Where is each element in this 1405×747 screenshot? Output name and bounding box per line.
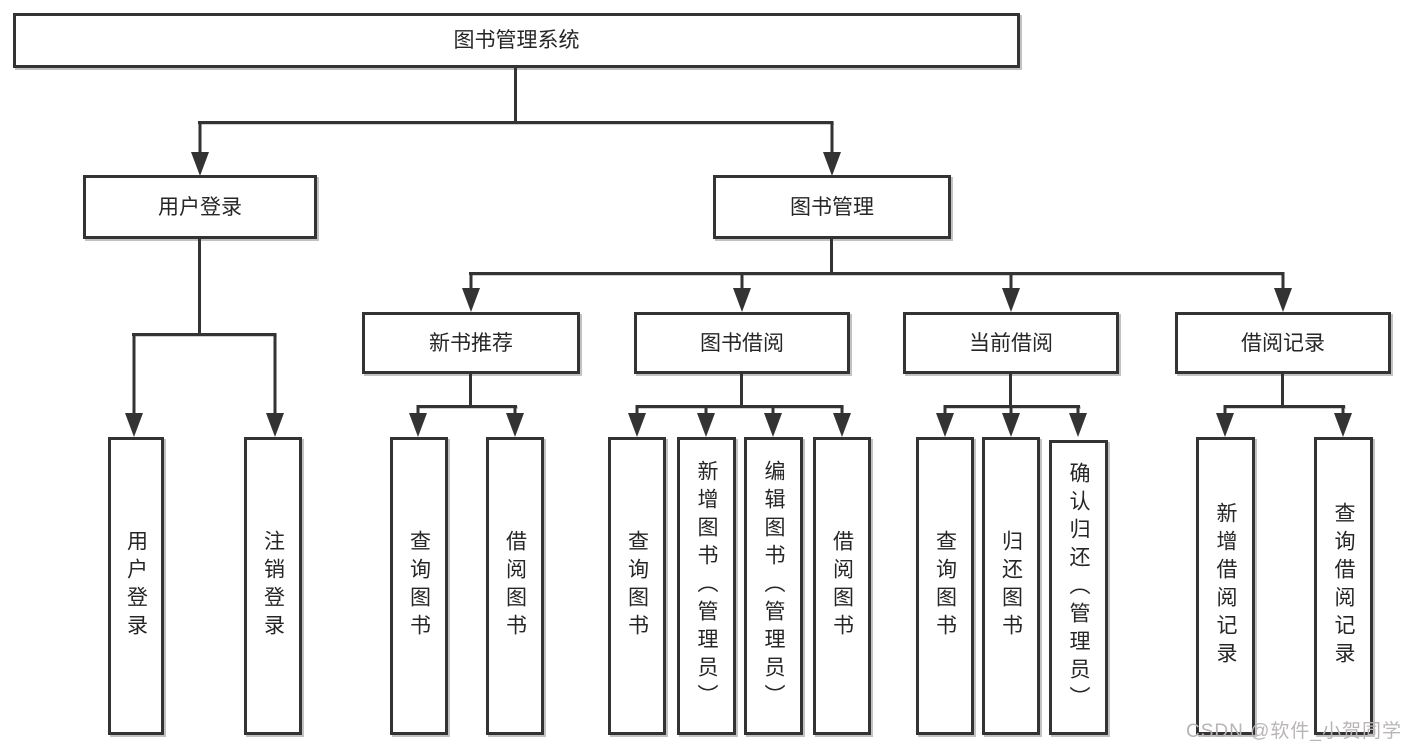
node-label: 新书推荐 <box>429 331 513 355</box>
leaf-return-books: 归还图书 <box>982 437 1040 735</box>
node-label: 借阅记录 <box>1241 331 1325 355</box>
node-label: 查询图书 <box>933 530 957 642</box>
leaf-add-book-admin: 新增图书（管理员） <box>677 437 736 735</box>
arrow-down-icon <box>191 121 209 176</box>
leaf-edit-book-admin: 编辑图书（管理员） <box>744 437 803 735</box>
leaf-borrow-books: 借阅图书 <box>486 437 544 735</box>
connector-level2-hline <box>198 121 833 124</box>
node-label: 新增借阅记录 <box>1214 502 1237 670</box>
arrow-down-icon <box>833 405 851 437</box>
node-label: 借阅图书 <box>503 530 527 642</box>
node-label: 图书管理 <box>790 195 874 219</box>
connector-current-stub <box>1009 374 1012 405</box>
node-label: 注销登录 <box>261 530 285 642</box>
node-user-login: 用户登录 <box>83 175 317 239</box>
node-label: 用户登录 <box>158 195 242 219</box>
node-current-borrowing: 当前借阅 <box>903 312 1119 374</box>
leaf-query-books: 查询图书 <box>916 437 974 735</box>
connector-root-stub <box>514 68 517 121</box>
leaf-query-books: 查询图书 <box>390 437 448 735</box>
node-label: 新增图书（管理员） <box>695 460 718 712</box>
arrow-down-icon <box>764 405 782 437</box>
arrow-down-icon <box>125 333 143 437</box>
connector-records-hline <box>1224 405 1345 408</box>
node-label: 图书管理系统 <box>453 29 580 52</box>
connector-user-login-stub <box>198 239 201 333</box>
node-label: 查询借阅记录 <box>1332 502 1355 670</box>
arrow-down-icon <box>733 272 751 312</box>
node-label: 查询图书 <box>625 530 649 642</box>
leaf-confirm-return-admin: 确认归还（管理员） <box>1049 440 1108 735</box>
node-label: 确认归还（管理员） <box>1067 461 1090 714</box>
leaf-add-borrow-record: 新增借阅记录 <box>1196 437 1255 735</box>
arrow-down-icon <box>266 333 284 437</box>
node-label: 当前借阅 <box>969 331 1053 355</box>
arrow-down-icon <box>1069 405 1087 437</box>
arrow-down-icon <box>936 405 954 437</box>
node-label: 查询图书 <box>407 530 431 642</box>
arrow-down-icon <box>409 405 427 437</box>
node-borrowing-records: 借阅记录 <box>1175 312 1391 374</box>
connector-level3-hline <box>469 272 1283 275</box>
leaf-borrow-books: 借阅图书 <box>813 437 871 735</box>
node-book-borrowing: 图书借阅 <box>634 312 850 374</box>
leaf-logout: 注销登录 <box>244 437 302 735</box>
connector-new-book-hline <box>417 405 517 408</box>
connector-user-login-hline <box>132 333 276 336</box>
node-label: 借阅图书 <box>830 530 854 642</box>
arrow-down-icon <box>462 272 480 312</box>
arrow-down-icon <box>1002 272 1020 312</box>
connector-book-management-stub <box>830 239 833 272</box>
connector-borrowing-hline <box>636 405 843 408</box>
node-label: 归还图书 <box>999 530 1023 642</box>
arrow-down-icon <box>1274 272 1292 312</box>
connector-records-stub <box>1281 374 1284 405</box>
node-label: 图书借阅 <box>700 331 784 355</box>
leaf-query-borrow-record: 查询借阅记录 <box>1314 437 1373 735</box>
arrow-down-icon <box>628 405 646 437</box>
connector-borrowing-stub <box>740 374 743 405</box>
arrow-down-icon <box>823 121 841 176</box>
node-library-management-system: 图书管理系统 <box>13 13 1020 68</box>
node-label: 编辑图书（管理员） <box>762 460 785 712</box>
node-label: 用户登录 <box>124 530 148 642</box>
arrow-down-icon <box>1002 405 1020 437</box>
leaf-user-login: 用户登录 <box>108 437 164 735</box>
node-book-management: 图书管理 <box>713 175 951 239</box>
node-new-book-recommendation: 新书推荐 <box>362 312 580 374</box>
leaf-query-books: 查询图书 <box>608 437 666 735</box>
arrow-down-icon <box>1216 405 1234 437</box>
connector-new-book-stub <box>469 374 472 405</box>
csdn-watermark: CSDN @软件_小贺同学 <box>1186 721 1402 742</box>
arrow-down-icon <box>506 405 524 437</box>
arrow-down-icon <box>697 405 715 437</box>
arrow-down-icon <box>1334 405 1352 437</box>
